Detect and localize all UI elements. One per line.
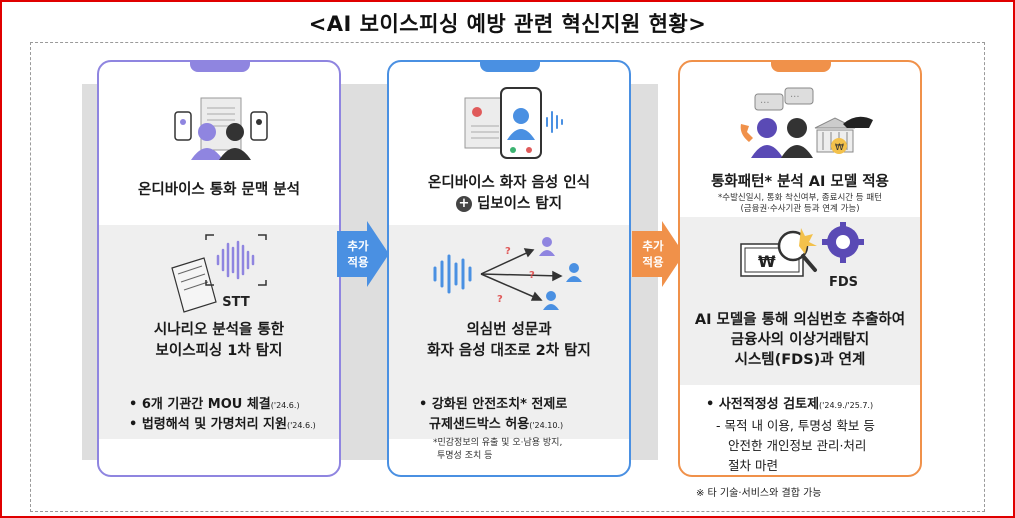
card-heading: 온디바이스 통화 문맥 분석 (138, 182, 300, 198)
plus-circle-icon: + (455, 196, 472, 212)
footnote: ※ 타 기술·서비스와 결합 가능 (696, 488, 822, 499)
bullet-legal: • 법령해석 및 가명처리 지원('24.6.) (129, 417, 316, 432)
bullet-sub-line2: 안전한 개인정보 관리·처리 (728, 438, 867, 453)
two-people-smartphones-icon (174, 97, 268, 160)
card-tab (190, 62, 250, 72)
fds-money-gear-icon: ₩ FDS (740, 222, 864, 290)
heading-note-line2: (금융권·수사기관 등과 연계 가능) (740, 204, 860, 214)
card-context-analysis: 온디바이스 통화 문맥 분석 STT 시나리오 분석을 통한 보이스피싱 1차 … (97, 60, 341, 477)
sandbox-note-line1: *민감정보의 유출 및 오·남용 방지, (433, 438, 563, 448)
heading-note-line1: *수발신일시, 통화 착신여부, 종료시간 등 패턴 (718, 193, 882, 203)
bullet-sub-line1: - 목적 내 이용, 투명성 확보 등 (716, 418, 875, 433)
svg-text:₩: ₩ (758, 252, 776, 271)
card-heading-line2: + 딥보이스 탐지 (389, 194, 629, 215)
card-heading-line1: 온디바이스 화자 음성 인식 (428, 175, 590, 191)
mid-text-line1: 의심번 성문과 (466, 322, 552, 338)
card-voice-recognition: 온디바이스 화자 음성 인식 + 딥보이스 탐지 ? ? ? 의심번 성문과 화… (387, 60, 631, 477)
svg-text:?: ? (529, 270, 535, 281)
svg-text:···: ··· (790, 92, 800, 103)
card-tab (480, 62, 540, 72)
svg-text:₩: ₩ (835, 143, 844, 153)
mid-text-line3: 시스템(FDS)과 연계 (734, 352, 866, 368)
page-title: <AI 보이스피싱 예방 관련 혁신지원 현황> (308, 12, 707, 36)
bullet-prior-review: • 사전적정성 검토제('24.9./'25.7.) (706, 397, 874, 412)
bullet-sandbox-line2: 규제샌드박스 허용('24.10.) (429, 417, 564, 432)
bullet-mou: • 6개 기관간 MOU 체결('24.6.) (129, 397, 300, 412)
bullet-sandbox-line1: • 강화된 안전조치* 전제로 (419, 397, 568, 412)
mid-text-line1: 시나리오 분석을 통한 (153, 322, 285, 338)
arrow-shape-icon (632, 221, 684, 287)
svg-text:?: ? (497, 294, 503, 305)
fds-label: FDS (829, 275, 858, 290)
card-call-pattern-ai: ··· ··· ₩ 통화패턴* 분석 AI 모델 적용 *수발신일시, 통화 착… (678, 60, 922, 477)
call-people-bank-police-icon: ··· ··· ₩ (740, 87, 873, 158)
card-heading: 통화패턴* 분석 AI 모델 적용 (711, 174, 889, 190)
mid-text-line2: 보이스피싱 1차 탐지 (155, 343, 283, 359)
stt-label: STT (222, 295, 250, 310)
sandbox-note-line2: 투명성 조치 등 (437, 451, 493, 461)
diagram-border (30, 42, 985, 512)
mid-text-line2: 금융사의 이상거래탐지 (730, 332, 870, 348)
voice-speaker-comparison-icon: ? ? ? (433, 237, 582, 310)
card-tab (771, 62, 831, 72)
smartphone-call-document-icon (464, 87, 563, 159)
arrow-shape-icon (337, 221, 389, 287)
mid-text-line1: AI 모델을 통해 의심번호 추출하여 (694, 312, 906, 328)
svg-text:?: ? (505, 246, 511, 257)
mid-text-line2: 화자 음성 대조로 2차 탐지 (427, 343, 591, 359)
bullet-sub-line3: 절차 마련 (728, 458, 778, 473)
stt-document-waveform-icon: STT (171, 234, 267, 313)
svg-text:···: ··· (760, 98, 770, 109)
